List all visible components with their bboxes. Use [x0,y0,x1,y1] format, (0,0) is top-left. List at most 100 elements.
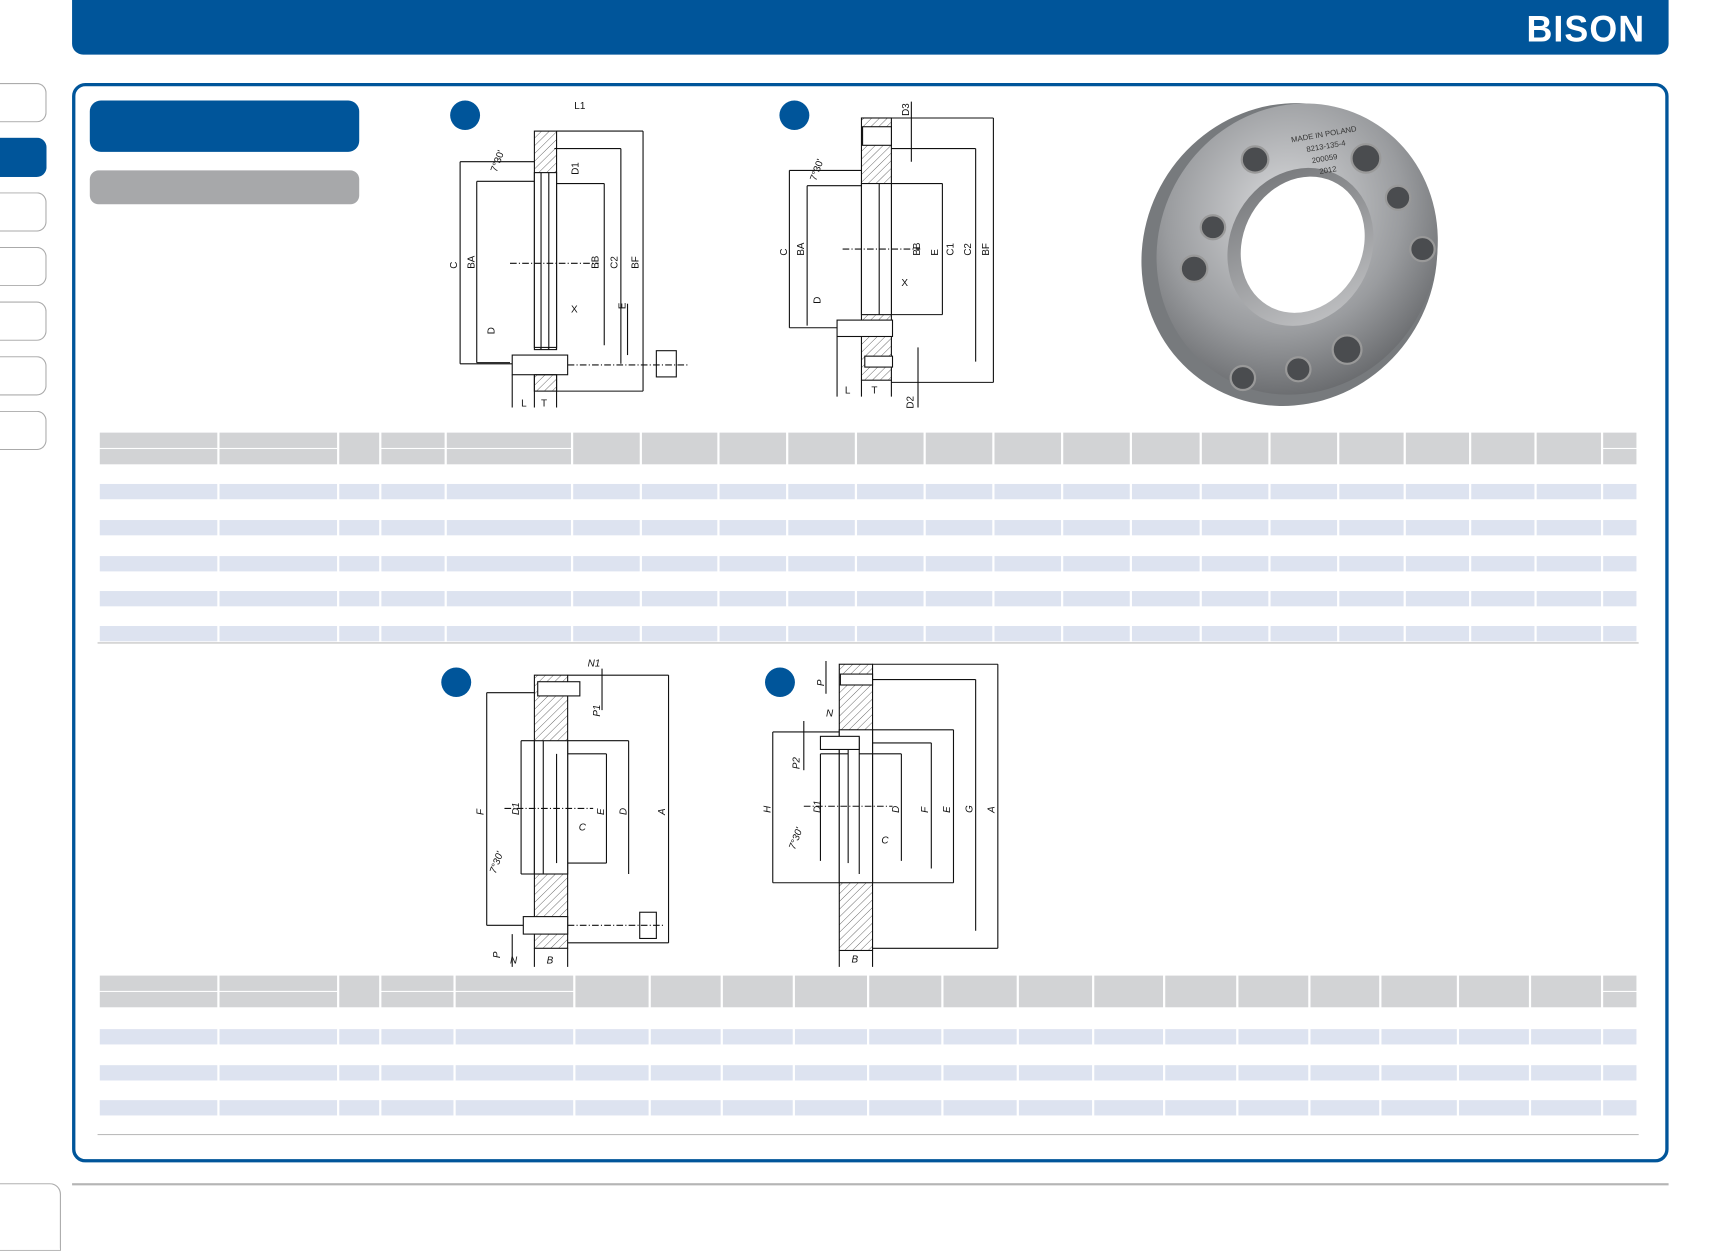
subheader-cell [99,991,218,1008]
header-cell [1310,975,1380,1008]
table-cell [925,556,993,572]
table-cell [575,1065,649,1081]
table-cell [573,483,640,500]
table-cell [1603,626,1637,642]
table-cell [446,483,571,500]
table-cell [339,1065,380,1081]
header-cell [381,432,445,448]
table-cell [1201,591,1269,607]
table-cell [1405,483,1470,500]
side-tab-7[interactable] [0,410,47,451]
table-cell [381,520,445,536]
table-cell [1094,1100,1164,1116]
table-cell [1018,1065,1093,1081]
table-cell [339,626,380,642]
side-tab-5[interactable] [0,301,47,341]
subheader-cell [446,449,571,465]
header-cell [869,975,942,1008]
header-cell [575,975,649,1008]
table-cell [1310,1029,1380,1045]
table-cell [925,591,993,607]
table-cell [1603,591,1637,607]
table-cell [719,556,787,572]
subheader-cell [381,449,445,465]
table-cell [1339,626,1404,642]
side-tab-2-active[interactable] [0,137,47,177]
label-l1: L1 [574,101,586,112]
header-cell [573,432,640,465]
table-cell [994,626,1062,642]
table-cell [1270,626,1338,642]
table-cell [1131,626,1200,642]
table-cell [1536,626,1601,642]
table-cell [1603,1100,1637,1116]
side-tab-3[interactable] [0,192,47,232]
table-cell [99,1100,218,1116]
label-e: E [596,808,607,815]
label-d2: D2 [906,396,917,409]
footer-divider [72,1183,1669,1186]
table-cell [1310,1100,1380,1116]
table-cell [719,591,787,607]
label-c: C [779,249,790,256]
table-cell [219,1065,338,1081]
table-cell [1471,626,1535,642]
table-cell [455,1029,574,1045]
table-cell [1165,1065,1237,1081]
label-p2: P2 [791,757,802,770]
header-cell [1531,975,1601,1008]
header-cell [99,975,218,991]
table-cell [1339,556,1404,572]
table-cell [1603,483,1637,500]
table-cell [381,556,445,572]
header-cell [994,432,1062,465]
technical-drawing-3: N1 P1 F D1 E D A C 7°30' P N B [475,658,670,967]
subheader-cell [219,991,338,1008]
technical-drawing-4: P N P2 H D1 D F E G A C 7°30' B [762,660,999,967]
table-cell [1471,520,1535,536]
header-cell [1459,975,1529,1008]
label-t: T [541,398,547,409]
table-cell [99,520,218,536]
table-cell [575,1100,649,1116]
technical-drawing-2: D3 7°30' C BA BB E C1 C2 BF X D L T D2 [779,101,994,409]
table-cell [455,1100,574,1116]
top-banner: BISON [72,0,1669,55]
table-cell [573,556,640,572]
label-p: P [816,679,827,686]
table-cell [381,626,445,642]
table-cell [1165,1100,1237,1116]
header-cell [1165,975,1237,1008]
table-cell [1238,1029,1309,1045]
table-cell [1063,556,1130,572]
table-bottom-rule [97,642,1639,644]
side-tab-6[interactable] [0,356,47,396]
side-tab-1[interactable] [0,83,47,123]
stamp-year: 2012 [1319,164,1338,176]
table-cell [650,1065,721,1081]
table-cell [943,1065,1017,1081]
section-title-box [89,100,360,152]
table-cell [1405,591,1470,607]
side-tab-4[interactable] [0,246,47,287]
table-cell [573,591,640,607]
table-cell [788,520,855,536]
table-cell [219,556,338,572]
adapter-plate-photo: MADE IN POLAND 8213-135-4 200059 2012 [1141,103,1438,406]
table-cell [925,483,993,500]
table-cell [1405,556,1470,572]
table-cell [1536,520,1601,536]
subheader-cell [1603,449,1637,465]
page-number-tab [0,1183,61,1251]
label-h: H [762,805,773,813]
table-cell [788,483,855,500]
table-cell [575,1029,649,1045]
header-cell [722,975,793,1008]
table-cell [722,1065,793,1081]
table-cell [1063,626,1130,642]
table-cell [381,1065,454,1081]
table-cell [641,483,718,500]
table-cell [99,1029,218,1045]
table-cell [446,591,571,607]
label-n: N [510,956,518,967]
